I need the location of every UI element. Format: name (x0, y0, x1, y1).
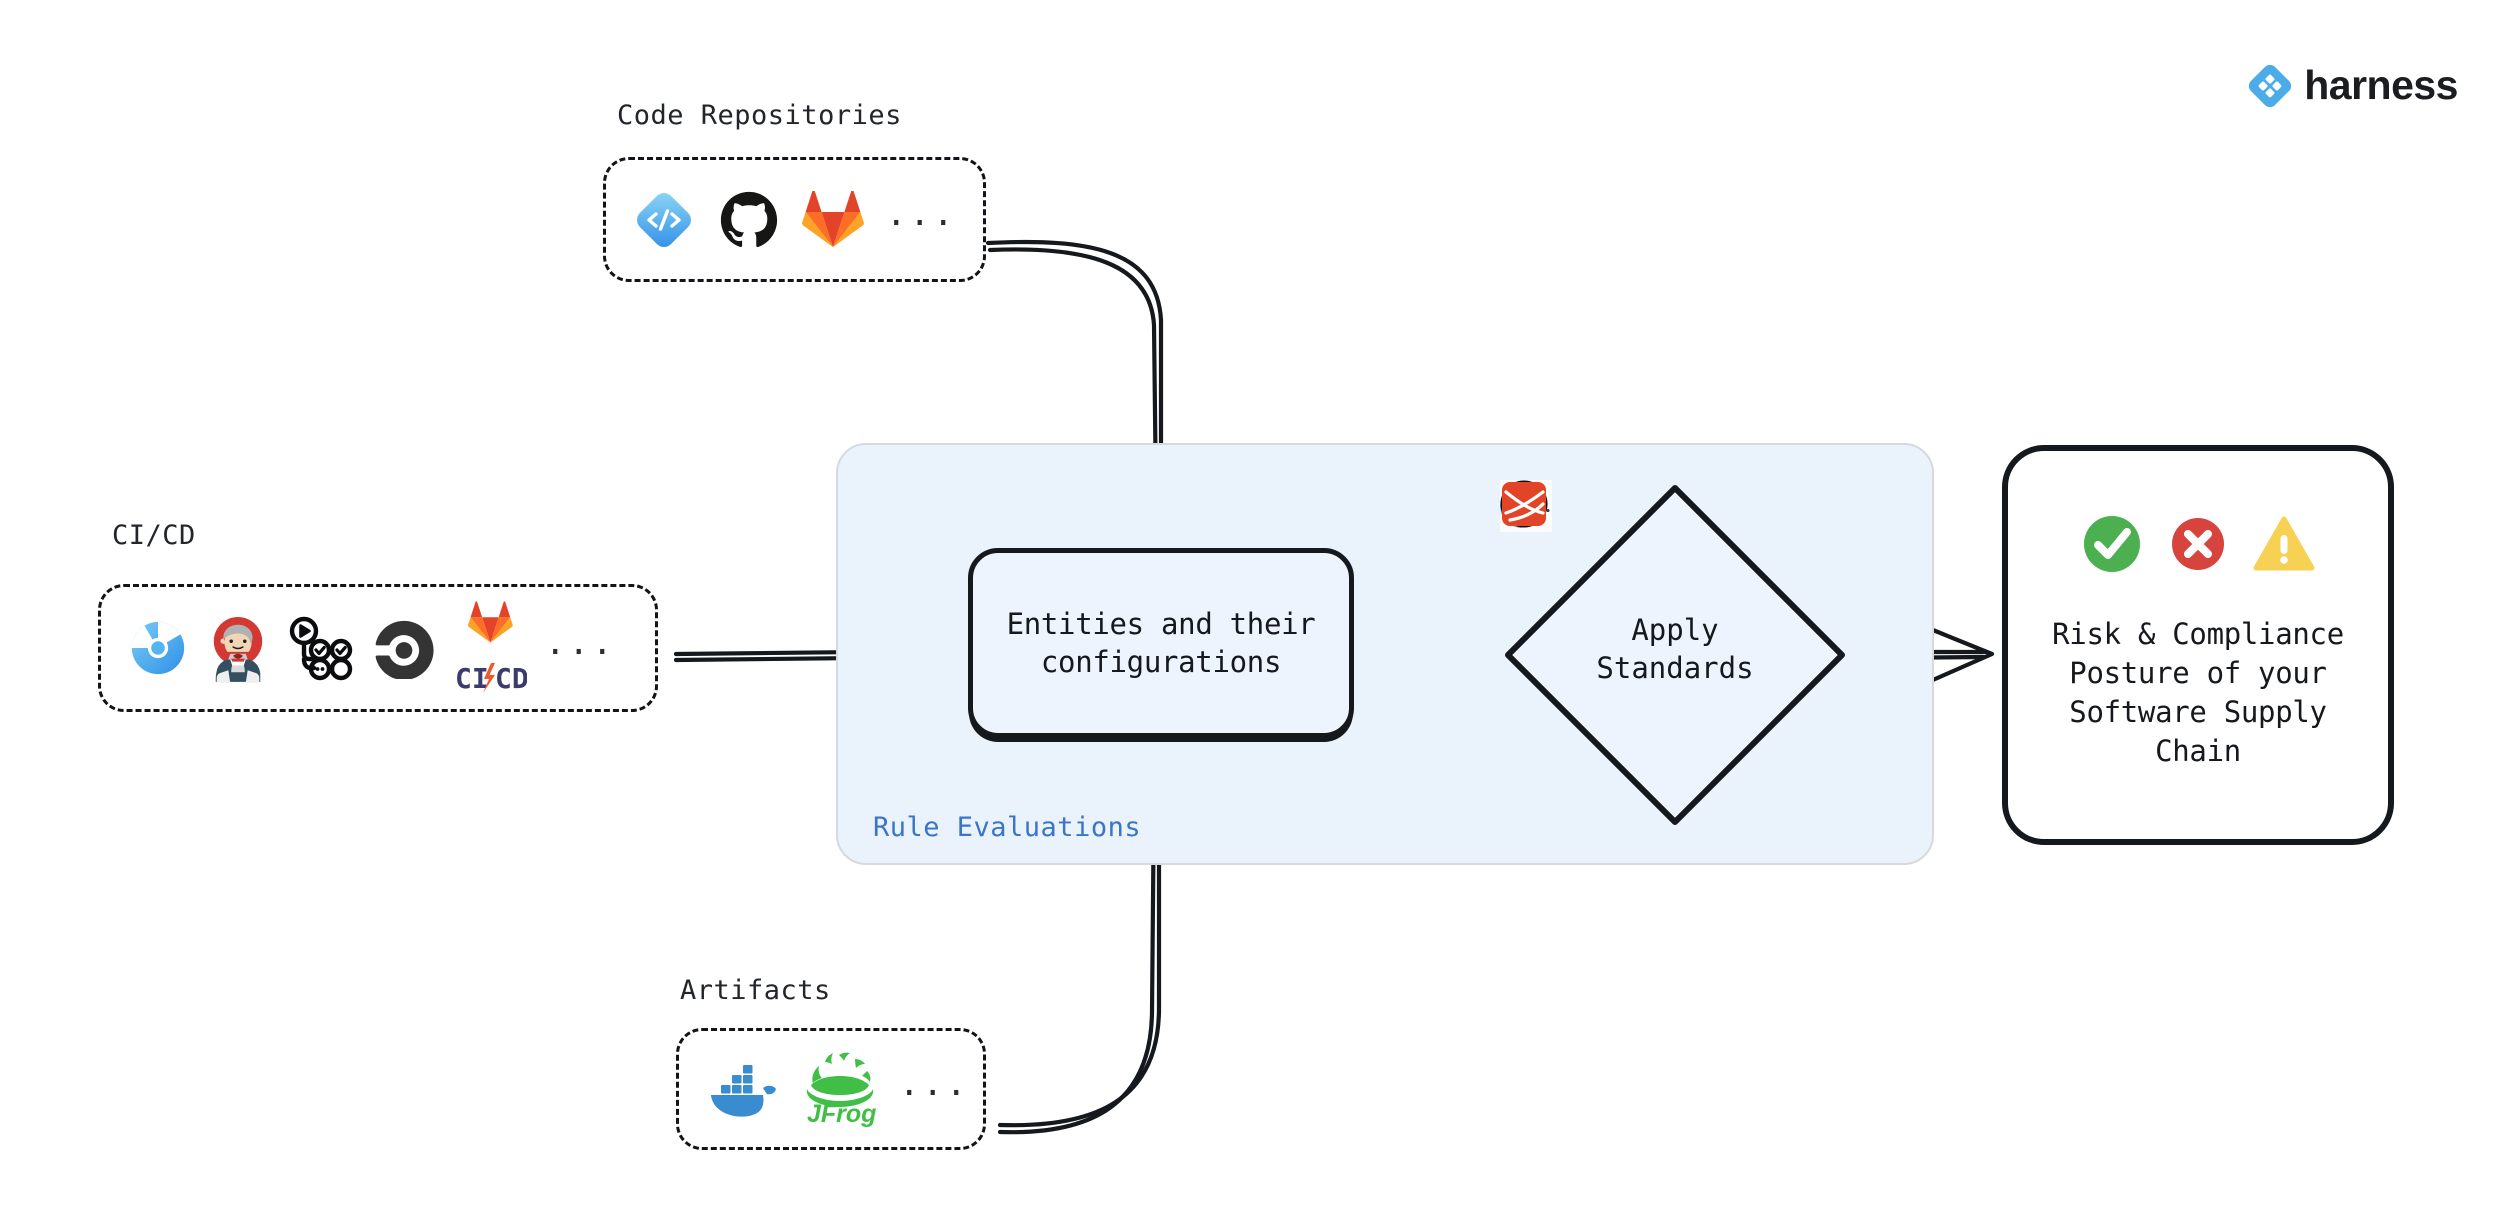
standards-diamond-node[interactable]: Apply Standards CIS. (1500, 480, 1850, 830)
outcome-line-3: Software Supply (2069, 695, 2327, 730)
outcome-line-1: Risk & Compliance (2052, 617, 2344, 651)
harness-logo: harness (2248, 62, 2458, 109)
cicd-title: CI/CD (112, 520, 196, 551)
entities-line-2: configurations (1040, 645, 1282, 679)
standards-line-1: Apply (1631, 613, 1719, 648)
artifacts-ellipsis: ... (899, 1063, 970, 1104)
artifacts-title: Artifacts (680, 975, 831, 1006)
entities-node-label: Entities and their configurations (1007, 605, 1316, 682)
gitlab-cd-text: CD (495, 662, 527, 695)
code-repositories-ellipsis: ... (886, 194, 957, 235)
outcome-node-label: Risk & Compliance Posture of your Softwa… (2052, 615, 2344, 772)
success-check-icon (2084, 516, 2140, 572)
circleci-icon (375, 620, 434, 679)
code-repositories-group[interactable]: ... (603, 157, 986, 282)
warning-triangle-icon (2253, 516, 2315, 571)
outcome-line-2: Posture of your (2069, 656, 2327, 691)
docker-icon (711, 1065, 776, 1117)
github-actions-icon (289, 616, 353, 681)
gitlab-ci-text: CI (455, 662, 489, 695)
diamond-shape (1505, 485, 1845, 825)
entities-node[interactable]: Entities and their configurations (968, 548, 1354, 738)
harness-wordmark: harness (2304, 62, 2458, 108)
jenkins-icon (213, 617, 263, 683)
cicd-group[interactable]: CI CD ... (98, 584, 658, 712)
standards-line-2: Standards (1596, 651, 1754, 685)
harness-diamond-icon (2249, 64, 2292, 107)
code-repositories-title: Code Repositories (617, 100, 902, 131)
outcome-node[interactable]: Risk & Compliance Posture of your Softwa… (2002, 445, 2394, 845)
artifacts-group[interactable]: JFrog ... (676, 1028, 986, 1150)
harness-cicd-icon (131, 621, 185, 675)
cicd-ellipsis: ... (545, 622, 616, 663)
github-icon (720, 191, 778, 247)
harness-code-icon (637, 192, 691, 247)
status-icon-row (2081, 513, 2315, 575)
gitlab-icon (802, 190, 864, 247)
standards-node-label: Apply Standards (1596, 612, 1753, 687)
entities-line-1: Entities and their (1006, 606, 1316, 641)
outcome-line-4: Chain (2155, 734, 2241, 769)
jfrog-icon: JFrog (806, 1052, 876, 1127)
harness-ssca-icon (1502, 482, 1546, 526)
jfrog-wordmark: JFrog (807, 1100, 876, 1127)
error-cross-icon (2172, 518, 2224, 570)
rule-evaluations-label: Rule Evaluations (873, 812, 1142, 843)
gitlab-cicd-icon: CI CD (455, 601, 527, 695)
